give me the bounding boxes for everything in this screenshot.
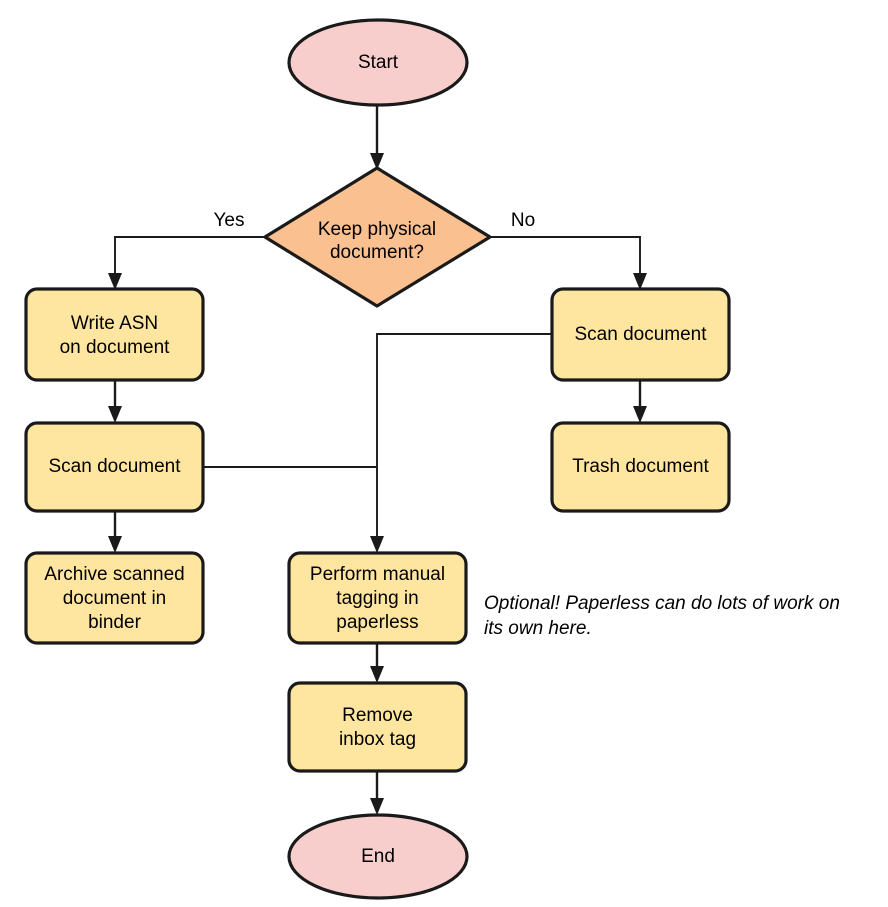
edge-manual-tagging-to-remove-inbox [370,643,384,683]
node-remove-inbox-tag[interactable]: Remove inbox tag [287,681,468,773]
node-decision-label-line2: document? [330,242,424,263]
edge-scan-left-to-archive [108,511,122,553]
edge-label-yes: Yes [214,210,245,231]
edge-decision-yes-to-write-asn [108,236,265,290]
node-manual-tagging-label-line2: tagging in [336,588,418,609]
node-write-asn-label-line2: on document [60,337,171,358]
node-archive-label-line1: Archive scanned [44,564,184,585]
edge-scan-right-to-manual-tagging [370,333,552,553]
edge-scan-right-to-trash [633,380,647,423]
annotation-optional-note-line2: its own here. [484,618,592,639]
edge-start-to-decision [370,105,384,170]
node-end[interactable]: End [287,813,469,900]
node-decision-label-line1: Keep physical [318,219,436,240]
annotation-optional-note-line1: Optional! Paperless can do lots of work … [484,593,840,614]
edge-remove-inbox-to-end [370,771,384,815]
node-archive-scanned-document[interactable]: Archive scanned document in binder [24,551,205,645]
node-archive-label-line2: document in [63,588,167,609]
node-write-asn-label-line1: Write ASN [71,313,158,334]
node-write-asn-on-document[interactable]: Write ASN on document [24,287,205,382]
node-end-label: End [361,846,395,867]
node-keep-physical-document-decision[interactable]: Keep physical document? [263,166,492,308]
node-start-label: Start [358,52,399,73]
edge-decision-no-to-scan-right [490,236,647,290]
annotation-optional-note: Optional! Paperless can do lots of work … [484,593,840,639]
edge-write-asn-to-scan-left [108,380,122,423]
node-start[interactable]: Start [287,18,469,107]
node-scan-document-right[interactable]: Scan document [550,287,731,382]
node-archive-label-line3: binder [88,612,141,633]
node-scan-document-left-label: Scan document [48,456,181,477]
edge-label-no: No [511,210,535,231]
node-remove-inbox-label-line2: inbox tag [339,729,416,750]
node-manual-tagging-label-line1: Perform manual [310,564,445,585]
node-manual-tagging-label-line3: paperless [336,612,418,633]
node-scan-document-left[interactable]: Scan document [24,421,205,513]
node-trash-document-label: Trash document [572,456,709,477]
node-perform-manual-tagging[interactable]: Perform manual tagging in paperless [287,551,468,645]
node-trash-document[interactable]: Trash document [550,421,731,513]
node-scan-document-right-label: Scan document [574,324,707,345]
node-remove-inbox-label-line1: Remove [342,705,413,726]
